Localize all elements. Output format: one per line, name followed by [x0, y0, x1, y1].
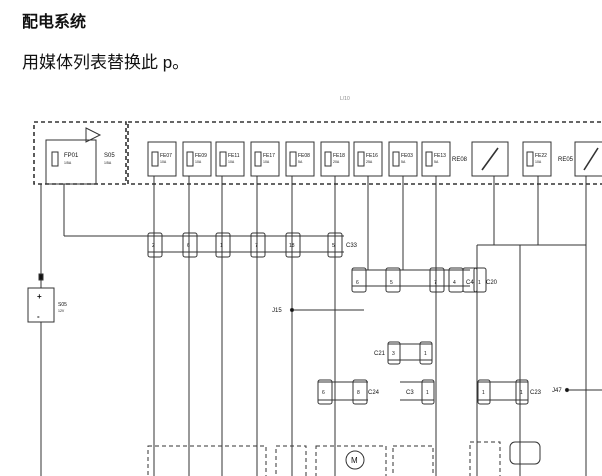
c33-pin: 5 — [332, 243, 335, 249]
load-block-6 — [509, 441, 541, 465]
top-code: L/10 — [340, 96, 350, 102]
j47-label: J47 — [552, 388, 562, 394]
battery-label: S05 — [58, 302, 67, 308]
fuse-label: FE09 — [195, 153, 207, 159]
relay-label: RE08 — [452, 157, 468, 163]
fuse-sub: 10A — [195, 160, 202, 164]
c33-pin: 18 — [289, 243, 295, 249]
c23-pin: 1 — [482, 390, 485, 396]
fuse-label: FE13 — [434, 153, 446, 159]
fuse-sub: 5A — [298, 160, 303, 164]
warning-triangle-icon — [85, 127, 102, 143]
s05-label: S05 — [104, 153, 115, 159]
c21-label: C21 — [374, 351, 386, 357]
load-block-1 — [147, 445, 267, 476]
fuse-box-fe11 — [215, 141, 245, 177]
c4-label: C4 — [466, 280, 474, 286]
fuse-sub: 25A — [366, 160, 373, 164]
relay-re08-box — [471, 141, 509, 177]
wiring-diagram: L/10 FP01 1/5A S05 1/5A FE07 10A FE09 10… — [27, 96, 602, 476]
c24-pin: 8 — [357, 390, 360, 396]
fuse-sub: 10A — [263, 160, 270, 164]
fp01-label: FP01 — [64, 153, 79, 159]
fuse-sub: 10A — [228, 160, 235, 164]
relay-label: RE05 — [558, 157, 574, 163]
load-block-3 — [315, 445, 387, 476]
fuse-sub: 10A — [535, 160, 542, 164]
fuse-sub: 10A — [160, 160, 167, 164]
load-block-2 — [275, 445, 307, 476]
fuse-box-fe22 — [522, 141, 552, 177]
fuse-label: FE16 — [366, 153, 378, 159]
motor-icon — [345, 450, 365, 470]
load-block-5 — [469, 441, 501, 476]
c23-pin: 1 — [520, 390, 523, 396]
fuse-label: FE18 — [333, 153, 345, 159]
page-title: 配电系统 — [22, 14, 87, 31]
c21-pin: 3 — [392, 351, 395, 357]
fuse-sub: 20A — [333, 160, 340, 164]
fuse-panel-frame — [127, 121, 602, 185]
c33-label: C33 — [346, 243, 358, 249]
relay-re05-box — [574, 141, 602, 177]
c21-pin: 1 — [424, 351, 427, 357]
j15-label: J15 — [272, 308, 282, 314]
fuse-box-fe17 — [250, 141, 280, 177]
fuse-fp01-box — [45, 139, 97, 185]
c24-label: C24 — [368, 390, 380, 396]
fuse-sub: 5A — [401, 160, 406, 164]
motor-symbol: M — [351, 456, 358, 465]
c24-pin: 6 — [322, 390, 325, 396]
c33-pin: 2 — [152, 243, 155, 249]
fuse-label: FE07 — [160, 153, 172, 159]
c3-label: C3 — [406, 390, 414, 396]
page-subtitle: 用媒体列表替换此 p。 — [22, 53, 190, 72]
fuse-label: FE03 — [401, 153, 413, 159]
c20-label: C20 — [486, 280, 498, 286]
fp01-sub: 1/5A — [64, 161, 72, 165]
battery-minus: - — [37, 312, 40, 321]
c33-pin: 6 — [187, 243, 190, 249]
c4-pin: 6 — [356, 280, 359, 286]
fuse-label: FE17 — [263, 153, 275, 159]
fuse-sub: 5A — [434, 160, 439, 164]
c33-pin: 1 — [220, 243, 223, 249]
fuse-label: FE22 — [535, 153, 547, 159]
c20-pin: 1 — [478, 280, 481, 286]
fuse-label: FE11 — [228, 153, 240, 159]
c3-pin: 1 — [426, 390, 429, 396]
fuse-box-fe08 — [285, 141, 315, 177]
battery-sub: 12V — [58, 309, 65, 313]
c23-label: C23 — [530, 390, 542, 396]
fuse-box-fe07 — [147, 141, 177, 177]
fuse-box-fe09 — [182, 141, 212, 177]
battery-plus: + — [37, 292, 42, 301]
fuse-label: FE08 — [298, 153, 310, 159]
load-block-4 — [392, 445, 434, 476]
s05-sub: 1/5A — [104, 161, 112, 165]
c33-pin: 7 — [255, 243, 258, 249]
c4-pin: 5 — [390, 280, 393, 286]
c4-pin: 7 — [434, 280, 437, 286]
c4-pin: 4 — [453, 280, 456, 286]
